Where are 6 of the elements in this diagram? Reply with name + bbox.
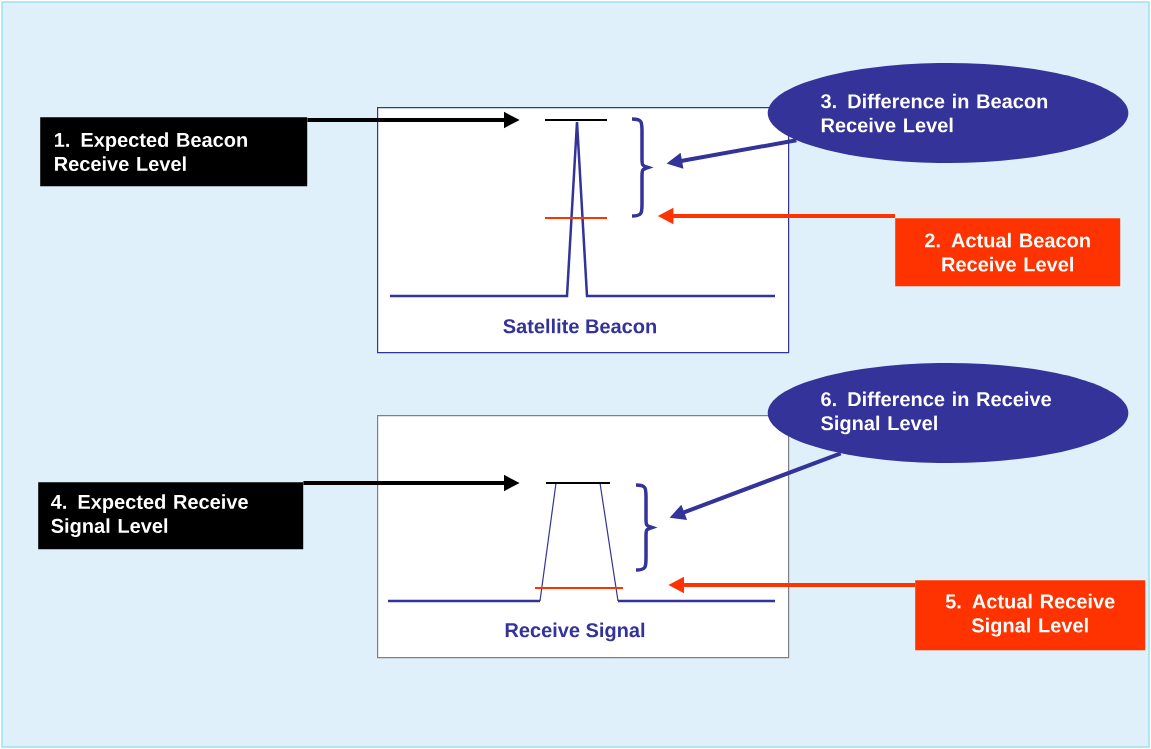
level-line: [545, 482, 611, 484]
level-line: [544, 119, 608, 121]
label-box: 5. Actual Receive Signal Level: [915, 580, 1146, 651]
label-box: 1. Expected Beacon Receive Level: [40, 117, 308, 187]
label-box: 2. Actual Beacon Receive Level: [895, 218, 1121, 287]
label-box: 4. Expected Receive Signal Level: [38, 482, 304, 550]
